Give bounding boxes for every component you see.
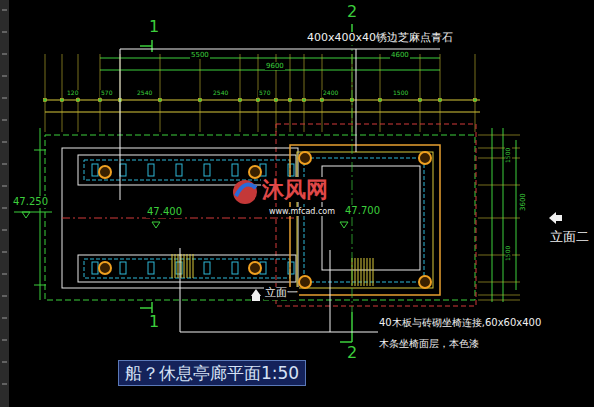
steps	[172, 254, 373, 286]
dimension: 3600	[519, 192, 527, 212]
section-number: 1	[148, 18, 160, 36]
dimension-lines	[45, 58, 480, 112]
drawing-title: 船？休息亭廊平面1:50	[118, 360, 306, 386]
watermark-logo	[233, 180, 257, 204]
elevation-symbols	[251, 212, 562, 301]
dimension: 570	[100, 90, 113, 97]
dimension: 1500	[392, 90, 409, 97]
section-number: 2	[346, 344, 358, 362]
watermark: 沐风网	[261, 177, 329, 202]
extension-lines	[44, 54, 477, 132]
toolbar-strip	[0, 0, 9, 407]
dimension: 1500	[505, 245, 512, 262]
dimension: 2400	[322, 90, 339, 97]
watermark-url: www.mfcad.com	[268, 207, 336, 216]
leader-lines	[120, 49, 440, 332]
section-lines	[140, 24, 352, 342]
elevation-name: 立面二	[549, 230, 590, 245]
dimension-lines-left	[34, 128, 46, 300]
extension-lines-right	[478, 135, 520, 300]
section-number: 2	[346, 3, 358, 21]
elevation-label: 47.250	[12, 196, 49, 208]
elevation-label: 47.400	[146, 206, 183, 218]
dimension: 2540	[136, 90, 153, 97]
dimension: 4600	[390, 51, 410, 59]
toolbar-ticks	[2, 10, 7, 384]
columns	[99, 152, 431, 288]
dimension: 5500	[190, 51, 210, 59]
dimension: 120	[66, 90, 79, 97]
dimension: 1500	[505, 147, 512, 164]
material-note: 40木板与砖砌坐椅连接,60x60x400	[378, 317, 542, 329]
section-number: 1	[148, 313, 160, 331]
material-note: 400x400x40锈边芝麻点青石	[306, 32, 454, 45]
material-note: 木条坐椅面层，本色漆	[378, 338, 480, 350]
site-outline	[45, 135, 475, 300]
section-line	[352, 36, 353, 312]
dimension: 9600	[265, 62, 285, 70]
dimension: 2540	[212, 90, 229, 97]
elevation-label: 47.700	[344, 205, 381, 217]
dimension: 570	[258, 90, 271, 97]
dimension-lines-right	[492, 128, 516, 302]
pavilion	[290, 145, 440, 295]
elevation-name: 立面一	[264, 287, 299, 300]
